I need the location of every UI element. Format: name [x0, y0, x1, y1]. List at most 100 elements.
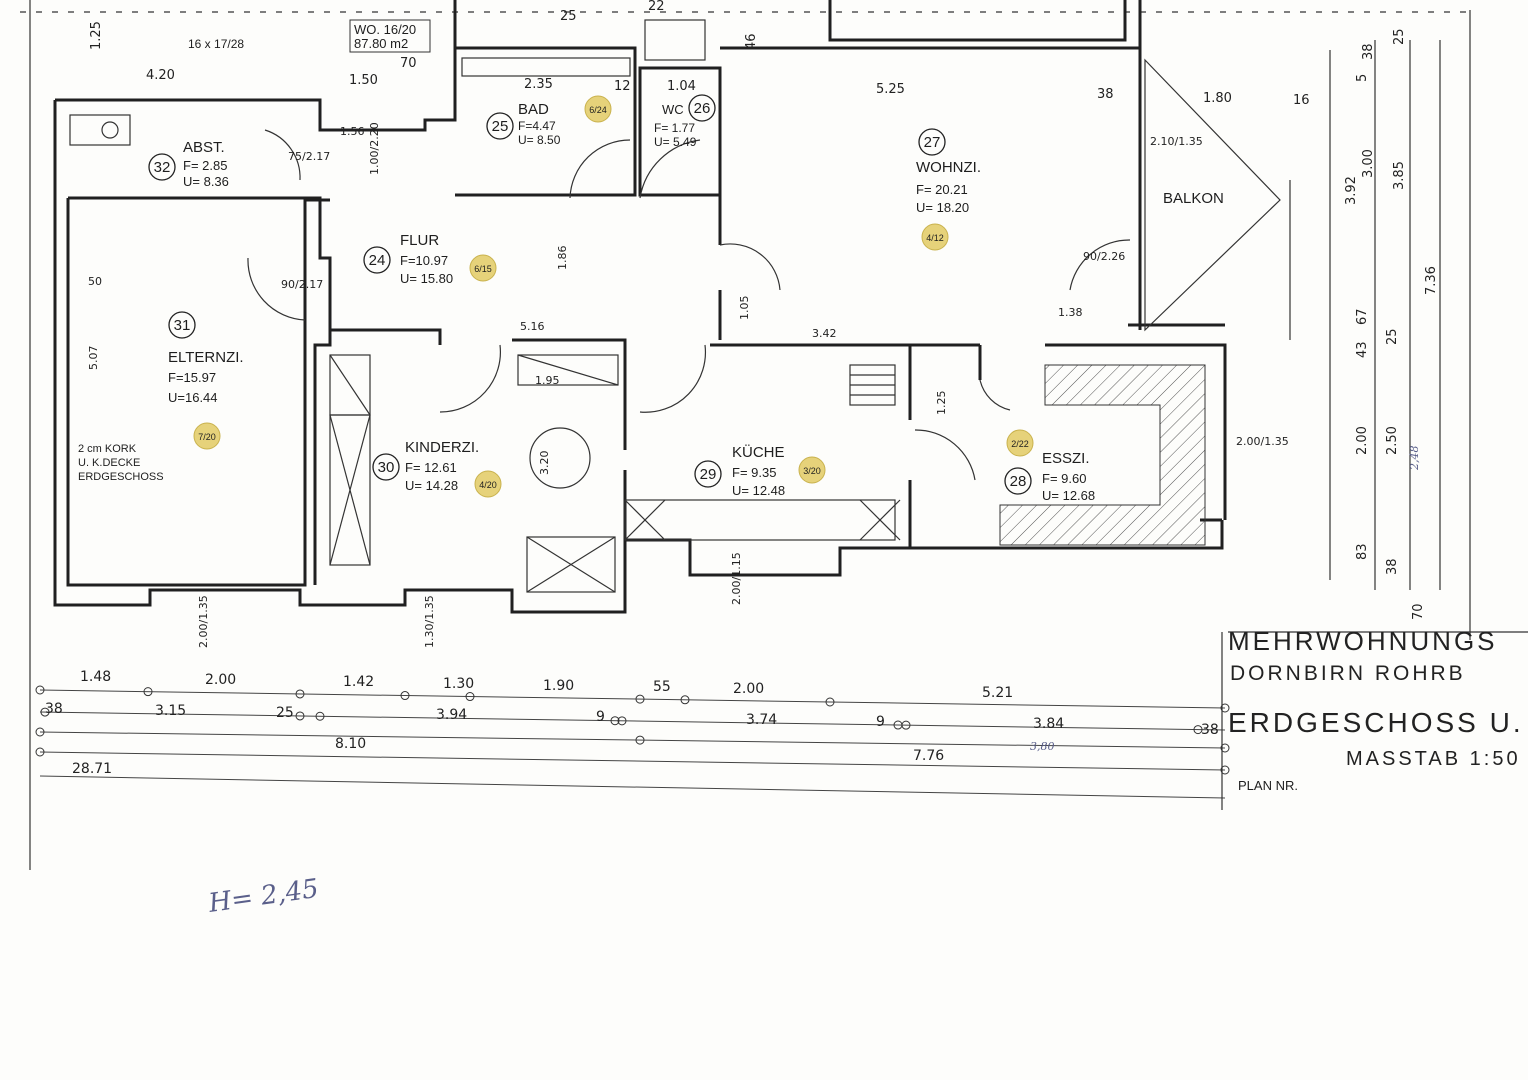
dim-row1-5: 55 [653, 679, 671, 695]
sticker-27 [921, 223, 949, 251]
handwritten-dim2: 2,48 [1408, 446, 1421, 472]
title-line2: DORNBIRN ROHRB [1230, 662, 1466, 685]
dim-open-1: 90/2.17 [281, 278, 323, 291]
dimension-tick [35, 747, 45, 757]
dim-row2-0: 38 [45, 701, 63, 717]
dim-row1-0: 1.48 [80, 669, 111, 685]
dimension-tick [1220, 765, 1230, 775]
balcony-outline [1144, 58, 1281, 332]
dim-row2-4: 9 [596, 709, 605, 725]
dimension-tick [617, 716, 627, 726]
dim-row1-6: 2.00 [733, 681, 764, 697]
dimension-tick [1220, 743, 1230, 753]
title-block: MEHRWOHNUNGS DORNBIRN ROHRB ERDGESCHOSS … [1228, 626, 1528, 793]
dim-open-15: 1.25 [935, 391, 948, 416]
room-29-num: 29 [700, 466, 717, 483]
sticker-28-text: 2/22 [1011, 439, 1029, 449]
dimension-tick [1220, 703, 1230, 713]
sticker-24 [469, 254, 497, 282]
dim-top-0: 1.25 [89, 21, 104, 50]
dim-row1-4: 1.90 [543, 678, 574, 694]
dim-right-8: 67 [1355, 308, 1370, 325]
room-27-num: 27 [924, 134, 941, 151]
dim-row2-1: 3.15 [155, 703, 186, 719]
room-31-perimeter: U=16.44 [168, 390, 218, 405]
dim-right-1: 3.00 [1361, 149, 1376, 178]
room-30-circle [372, 453, 400, 481]
dimension-chains [39, 40, 1441, 810]
room-27-perimeter: U= 18.20 [916, 200, 969, 215]
dim-right-3: 7.36 [1424, 266, 1439, 295]
dim-top-11: 25 [560, 9, 577, 24]
dimension-tick [143, 687, 153, 697]
room-markers [148, 94, 1034, 498]
room-29-name: KÜCHE [732, 443, 785, 461]
dimension-tick [635, 694, 645, 704]
dim-open-0: 75/2.17 [288, 150, 330, 163]
dim-right-7: 38 [1385, 558, 1400, 575]
dim-row2-3: 3.94 [436, 707, 467, 723]
bathtub [461, 57, 631, 77]
room-31-name: ELTERNZI. [168, 349, 244, 366]
apartment-area: 87.80 m2 [354, 36, 408, 51]
dim-top-6: 1.04 [667, 79, 696, 94]
dim-right-5: 2.50 [1385, 426, 1400, 455]
dim-right-11: 5 [1355, 74, 1370, 82]
dim-open-19: 50 [88, 275, 102, 288]
room-29-circle [694, 460, 722, 488]
sticker-25 [584, 95, 612, 123]
apartment-label: WO. 16/20 [354, 22, 416, 37]
dim-row2-5: 3.74 [746, 712, 777, 728]
dim-top-7: 5.25 [876, 82, 905, 97]
sticker-29-text: 3/20 [803, 466, 821, 476]
dim-open-12: 3.20 [538, 451, 551, 476]
room-24-circle [363, 246, 391, 274]
dimension-tick [295, 689, 305, 699]
sticker-25-text: 6/24 [589, 105, 607, 115]
dim-row2-7: 3.84 [1033, 716, 1064, 732]
room-32-circle [148, 153, 176, 181]
room-29-perimeter: U= 12.48 [732, 483, 785, 498]
room-25-perimeter: U= 8.50 [518, 133, 561, 147]
room-28-circle [1004, 467, 1032, 495]
dim-row3-0: 8.10 [335, 736, 366, 752]
dimension-tick [400, 691, 410, 701]
dim-right-4: 2.00 [1355, 426, 1370, 455]
dim-open-18: 5.07 [87, 346, 100, 371]
kitchen-counter [624, 499, 896, 541]
wc-fixture [644, 19, 706, 61]
dim-top-12: 22 [648, 0, 665, 14]
dim-open-3: 1.38 [1058, 306, 1083, 319]
room-24-perimeter: U= 15.80 [400, 271, 453, 286]
dimension-tick [465, 692, 475, 702]
sticker-30-text: 4/20 [479, 480, 497, 490]
dim-open-10: 3.42 [812, 327, 837, 340]
dim-row1-7: 5.21 [982, 685, 1013, 701]
dim-row2-2: 25 [276, 705, 294, 721]
room-32-area: F= 2.85 [183, 158, 227, 173]
dim-row3-1: 7.76 [913, 748, 944, 764]
room-31-area: F=15.97 [168, 370, 216, 385]
dim-right-2: 3.85 [1392, 161, 1407, 190]
dim-open-8: 1.30/1.35 [423, 595, 436, 648]
room-26-area: F= 1.77 [654, 121, 695, 135]
abst-fixture [69, 114, 131, 146]
dim-right-12: 38 [1361, 43, 1376, 60]
dim-top-4: 2.35 [524, 77, 553, 92]
dim-top-9: 1.80 [1203, 91, 1232, 106]
dim-row1-3: 1.30 [443, 676, 474, 692]
cork-note-1: 2 cm KORK [78, 443, 137, 455]
room-31-num: 31 [174, 317, 191, 334]
dimension-tick [295, 711, 305, 721]
dimension-ticks [35, 685, 1230, 775]
dim-top-3: 70 [400, 56, 417, 71]
sticker-29 [798, 456, 826, 484]
sticker-30 [474, 470, 502, 498]
room-25-name: BAD [518, 101, 549, 118]
sticker-24-text: 6/15 [474, 264, 492, 274]
dim-open-11: 1.95 [535, 374, 560, 387]
room-24-num: 24 [369, 252, 386, 269]
dimension-tick [901, 720, 911, 730]
table-kinder [529, 427, 591, 489]
